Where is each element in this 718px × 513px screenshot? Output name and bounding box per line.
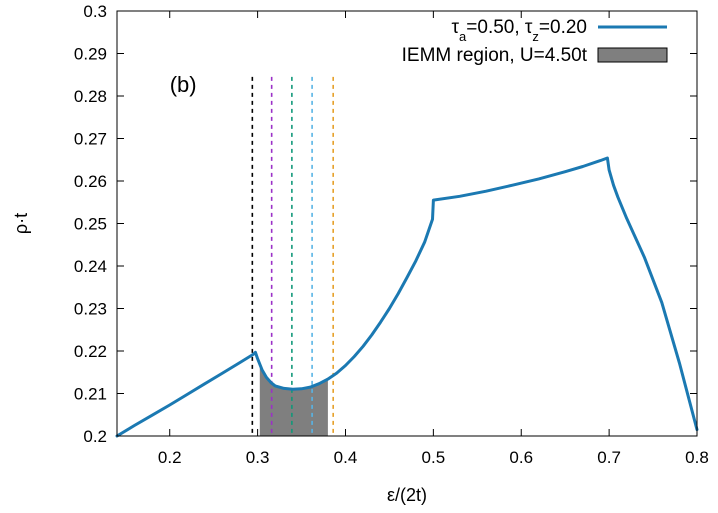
y-tick-label: 0.27 xyxy=(74,130,107,149)
y-tick-label: 0.2 xyxy=(83,427,107,446)
y-tick-label: 0.22 xyxy=(74,342,107,361)
legend: τa=0.50, τz=0.20 IEMM region, U=4.50t xyxy=(402,17,668,66)
iemm-region-area xyxy=(259,361,328,436)
x-tick-label: 0.8 xyxy=(685,448,709,467)
legend-swatch-iemm-region xyxy=(597,47,668,63)
data-line-series xyxy=(115,156,699,438)
panel-label: (b) xyxy=(170,72,197,97)
iemm-region-layer xyxy=(259,361,328,436)
x-tick-label: 0.4 xyxy=(334,448,358,467)
legend-label-iemm-region: IEMM region, U=4.50t xyxy=(402,45,588,66)
y-tick-label: 0.25 xyxy=(74,215,107,234)
x-axis-title: ε/(2t) xyxy=(387,485,427,505)
plot-frame xyxy=(116,10,698,437)
x-tick-label: 0.6 xyxy=(509,448,533,467)
y-tick-label: 0.23 xyxy=(74,300,107,319)
legend-label-line-series: τa=0.50, τz=0.20 xyxy=(452,17,587,44)
y-axis-title: ρ·t xyxy=(11,213,31,234)
y-tick-label: 0.21 xyxy=(74,385,107,404)
y-tick-label: 0.24 xyxy=(74,257,107,276)
y-tick-label: 0.29 xyxy=(74,45,107,64)
x-tick-label: 0.5 xyxy=(422,448,446,467)
x-tick-label: 0.2 xyxy=(158,448,182,467)
vertical-lines-layer xyxy=(251,76,334,436)
y-tick-label: 0.3 xyxy=(83,2,107,21)
y-tick-label: 0.26 xyxy=(74,172,107,191)
x-tick-label: 0.3 xyxy=(246,448,270,467)
x-tick-label: 0.7 xyxy=(597,448,621,467)
ticks-layer: 0.2 0.3 0.4 0.5 0.6 0.7 0.8 0.2 0.21 0.22 0.23 0.24… xyxy=(74,2,709,467)
y-tick-label: 0.28 xyxy=(74,87,107,106)
data-line-layer xyxy=(115,156,699,438)
